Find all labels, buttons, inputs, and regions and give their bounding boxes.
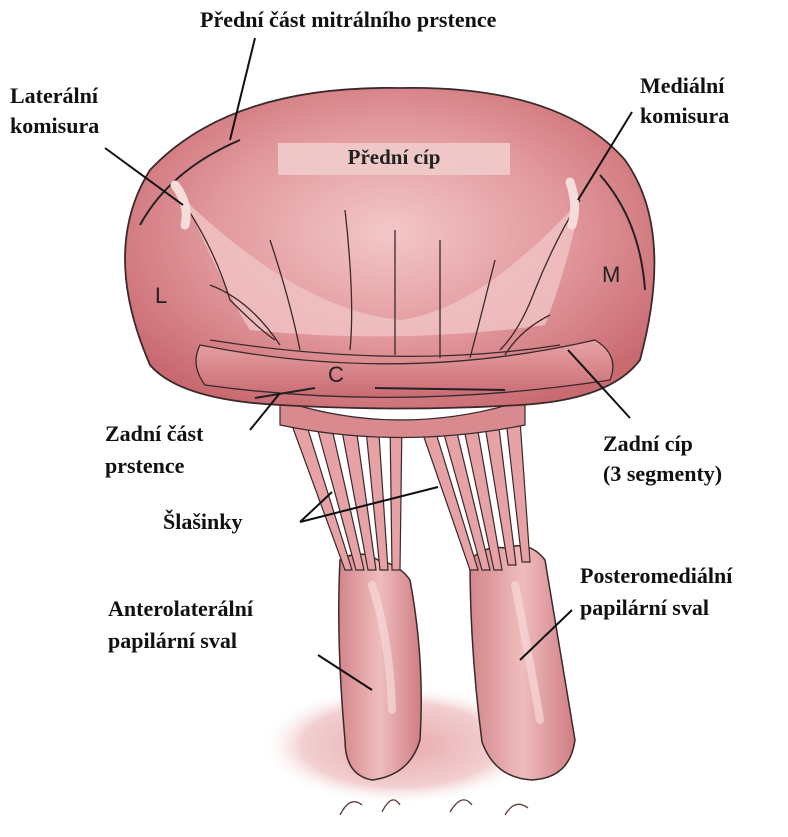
label-medial-commissure-line1: Mediální <box>640 72 724 99</box>
label-medial-commissure-line2: komisura <box>640 102 729 129</box>
label-posterior-annulus-line1: Zadní část <box>105 420 203 447</box>
label-anterolateral-muscle-line1: Anterolaterální <box>108 595 253 622</box>
label-lateral-commissure-line1: Laterální <box>10 82 98 109</box>
segment-label-medial: M <box>602 262 620 288</box>
label-posterior-leaflet-line2: (3 segmenty) <box>603 460 722 487</box>
label-posterior-leaflet-line1: Zadní cíp <box>603 430 693 457</box>
chordae-left <box>290 420 402 570</box>
anterolateral-muscle-shape <box>339 554 421 780</box>
label-posteromedial-muscle-line1: Posteromediální <box>580 562 732 589</box>
label-posteromedial-muscle-line2: papilární sval <box>580 594 709 621</box>
label-lateral-commissure-line2: komisura <box>10 112 99 139</box>
posteromedial-muscle-shape <box>470 546 575 780</box>
chordae-right <box>418 420 530 570</box>
label-chordae: Šlašinky <box>163 508 243 535</box>
segment-label-central: C <box>328 362 344 388</box>
segment-label-lateral: L <box>155 283 167 309</box>
medial-commissure-mark <box>570 182 575 225</box>
anterior-leaflet-label: Přední cíp <box>278 145 510 170</box>
label-posterior-annulus-line2: prstence <box>105 452 184 479</box>
label-anterolateral-muscle-line2: papilární sval <box>108 627 237 654</box>
label-anterior-annulus: Přední část mitrálního prstence <box>200 6 496 33</box>
